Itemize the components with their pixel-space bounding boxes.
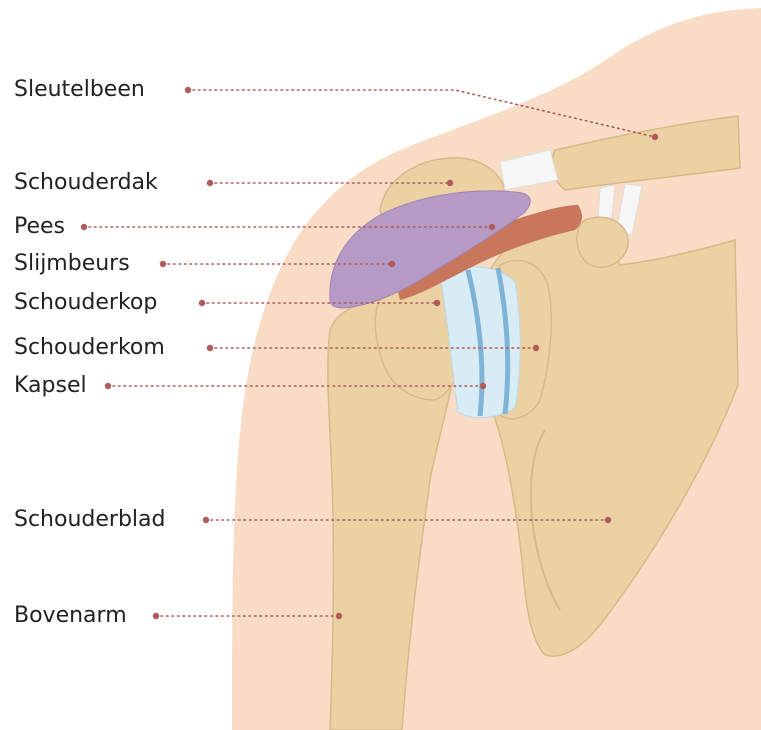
leader-end-dot-scapula [605, 517, 611, 523]
label-acromion: Schouderdak [14, 170, 158, 196]
leader-end-dot-clavicle [652, 134, 658, 140]
leader-start-dot-clavicle [185, 87, 191, 93]
label-humerus: Bovenarm [14, 603, 127, 629]
label-scapula: Schouderblad [14, 507, 165, 533]
leader-end-dot-capsule [480, 383, 486, 389]
leader-start-dot-humerus [153, 613, 159, 619]
label-capsule: Kapsel [14, 373, 87, 399]
leader-end-dot-bursa [389, 261, 395, 267]
coracoid-bone [577, 217, 628, 267]
leader-end-dot-humeral_head [434, 300, 440, 306]
leader-start-dot-bursa [160, 261, 166, 267]
leader-start-dot-capsule [105, 383, 111, 389]
leader-end-dot-humerus [336, 613, 342, 619]
leader-start-dot-glenoid [207, 345, 213, 351]
leader-end-dot-tendon [489, 224, 495, 230]
label-glenoid: Schouderkom [14, 335, 165, 361]
cc-ligament-1 [598, 185, 615, 220]
leader-end-dot-acromion [447, 180, 453, 186]
label-clavicle: Sleutelbeen [14, 77, 145, 103]
leader-start-dot-scapula [203, 517, 209, 523]
label-bursa: Slijmbeurs [14, 251, 130, 277]
leader-start-dot-tendon [81, 224, 87, 230]
leader-start-dot-humeral_head [199, 300, 205, 306]
label-humeral_head: Schouderkop [14, 290, 157, 316]
leader-start-dot-acromion [207, 180, 213, 186]
label-tendon: Pees [14, 214, 65, 240]
leader-end-dot-glenoid [533, 345, 539, 351]
